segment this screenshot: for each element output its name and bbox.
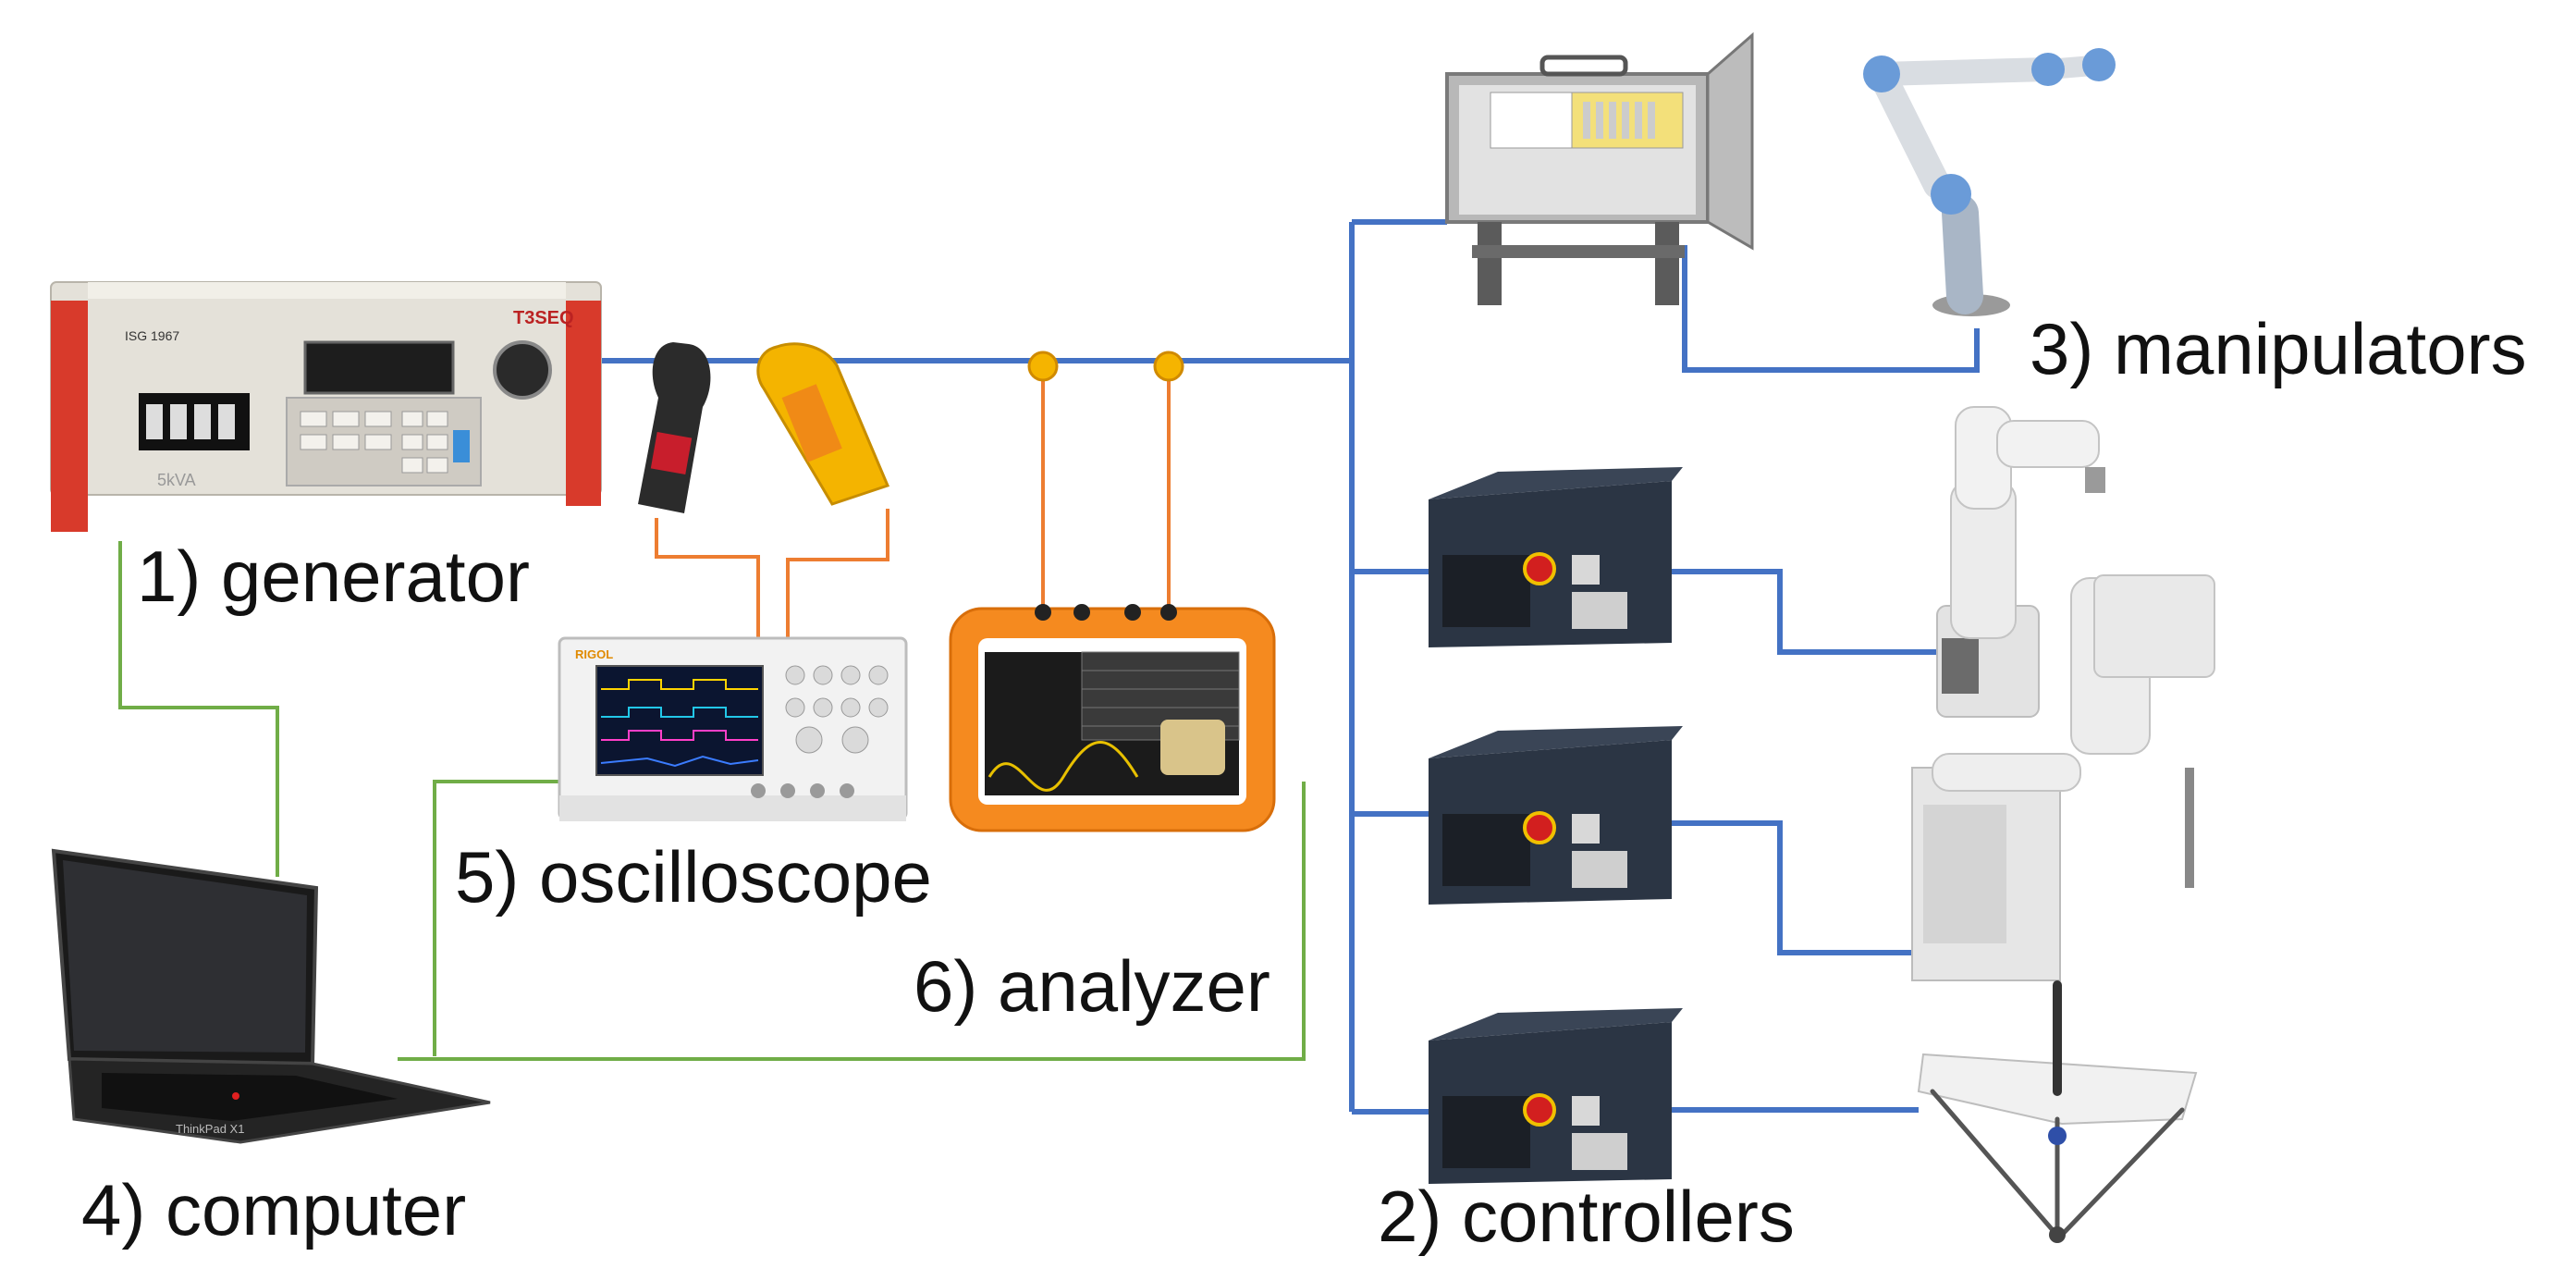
- manipulators-label: 3) manipulators: [2030, 308, 2527, 389]
- control-cabinet: [1445, 31, 1754, 305]
- collaborative-robot-arm: [1863, 48, 2116, 316]
- controllers-label: 2) controllers: [1378, 1176, 1795, 1257]
- current-clamp-probe-yellow: [756, 342, 890, 506]
- probe-node-2: [1153, 351, 1184, 382]
- analyzer-device: [949, 604, 1276, 832]
- generator-device: ISG 1967 T3SEQ 5kVA: [50, 281, 602, 532]
- generator-display: [303, 340, 455, 395]
- controller-1: [1429, 467, 1683, 647]
- controller-1-to-articulated: [1672, 569, 1937, 655]
- generator-brand-text: T3SEQ: [513, 308, 574, 328]
- generator-label: 1) generator: [137, 536, 530, 617]
- oscilloscope-label: 5) oscilloscope: [455, 836, 932, 918]
- data-lines: [118, 541, 1306, 1061]
- oscilloscope-screen: [595, 665, 764, 776]
- controller-2: [1429, 726, 1683, 905]
- delta-robot: [1917, 980, 2198, 1243]
- generator-knob: [493, 340, 552, 400]
- laptop-device: ThinkPad X1: [51, 848, 491, 1144]
- controller-3: [1429, 1008, 1683, 1184]
- generator-rating-text: 5kVA: [157, 471, 196, 489]
- oscilloscope-brand-text: RIGOL: [575, 647, 613, 661]
- power-lines: [601, 219, 1980, 1115]
- analyzer-label: 6) analyzer: [914, 945, 1270, 1027]
- generator-to-computer: [118, 541, 279, 877]
- generator-model-text: ISG 1967: [125, 328, 179, 343]
- oscilloscope-to-computer: [433, 780, 559, 1056]
- laptop-brand-text: ThinkPad X1: [176, 1122, 244, 1136]
- cabinet-to-cobot: [1682, 245, 1980, 373]
- scara-robot: [1911, 574, 2215, 981]
- controller-2-to-scara: [1672, 820, 1912, 955]
- analyzer-to-computer: [398, 782, 1306, 1061]
- oscilloscope-device: RIGOL: [558, 636, 908, 821]
- articulated-robot-arm: [1936, 406, 2105, 718]
- computer-label: 4) computer: [81, 1169, 466, 1250]
- probe-node-1: [1027, 351, 1059, 382]
- current-clamp-probe-black: [638, 342, 711, 513]
